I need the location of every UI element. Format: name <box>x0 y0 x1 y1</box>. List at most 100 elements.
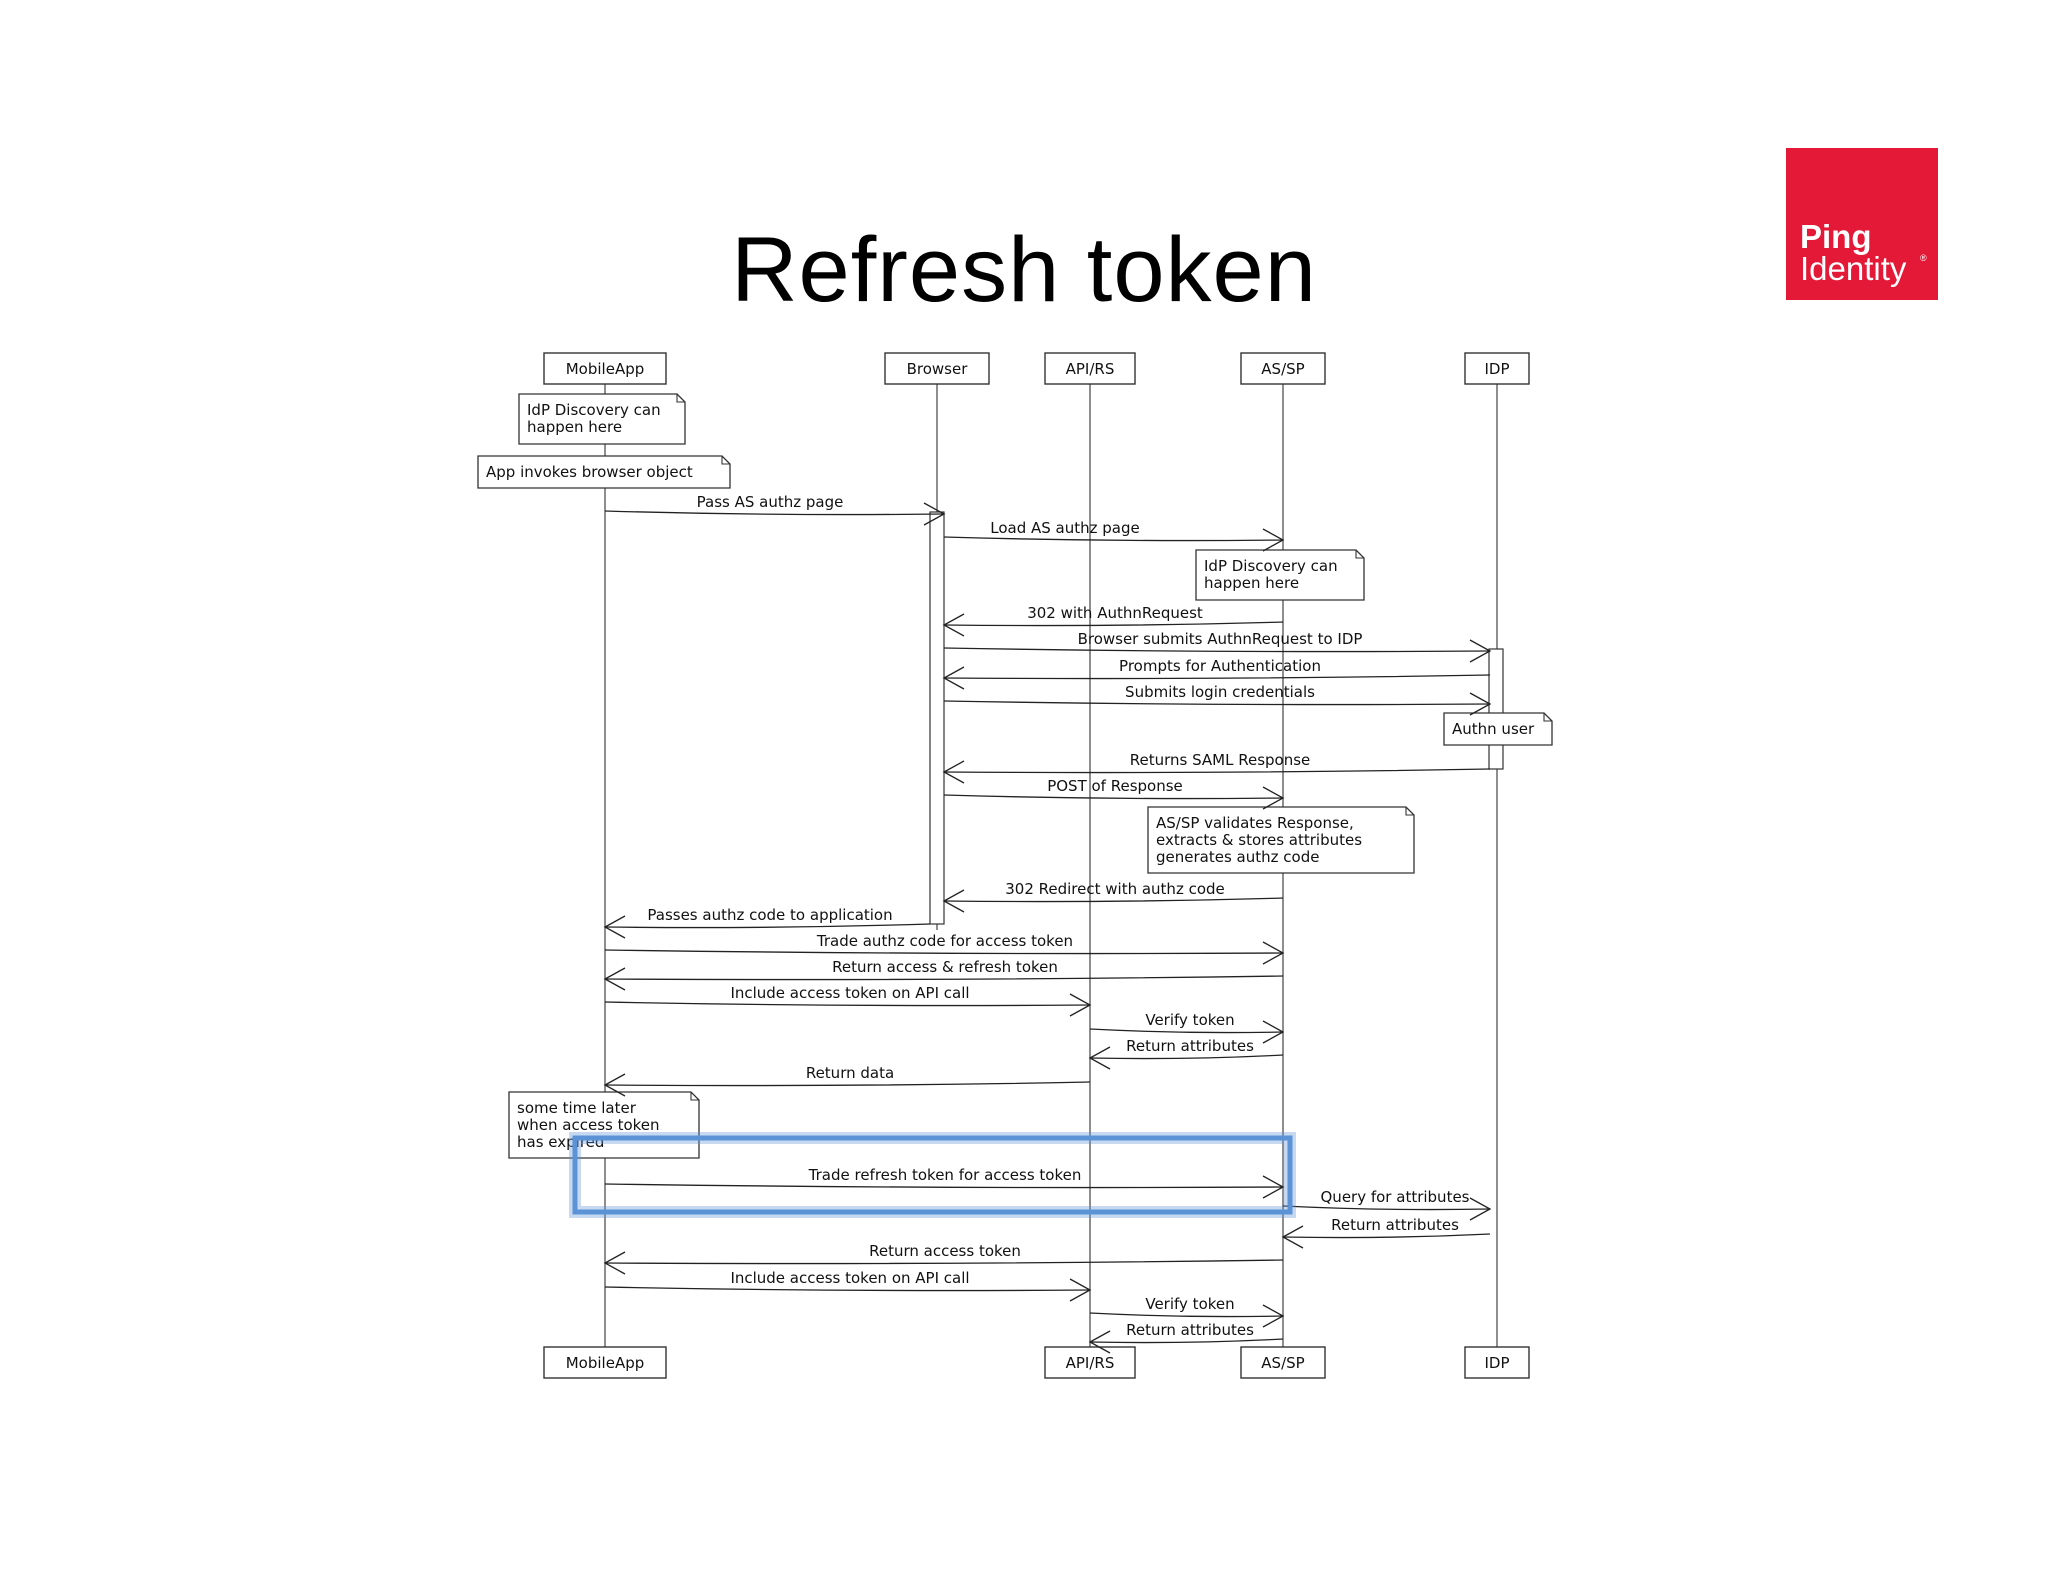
message-arrowhead <box>1469 639 1492 663</box>
message-20: Return access token <box>603 1242 1284 1275</box>
message-17: Trade refresh token for access token <box>604 1166 1285 1199</box>
message-arrowhead <box>603 1073 626 1097</box>
message-arrow-line <box>1282 1205 1491 1211</box>
note-app-invokes-line: App invokes browser object <box>486 463 693 481</box>
note-some-time-later-line: some time later <box>517 1099 637 1117</box>
note-authn-user-fold <box>1543 713 1552 722</box>
message-21: Include access token on API call <box>604 1269 1092 1302</box>
message-arrowhead <box>603 967 626 991</box>
message-label: Return attributes <box>1126 1321 1254 1339</box>
message-arrowhead <box>603 915 626 939</box>
message-arrowhead <box>1088 1330 1111 1354</box>
message-arrowhead <box>942 613 965 637</box>
participant-label-assp-bottom: AS/SP <box>1261 1354 1304 1372</box>
message-6: Submits login credentials <box>943 683 1492 716</box>
message-arrow-line <box>943 768 1491 774</box>
message-10: Passes authz code to application <box>603 906 931 939</box>
message-label: Verify token <box>1145 1295 1234 1313</box>
message-arrow-line <box>943 897 1284 903</box>
message-arrowhead <box>942 760 965 784</box>
message-23: Return attributes <box>1088 1321 1284 1354</box>
note-authn-user: Authn user <box>1443 712 1553 746</box>
message-19: Return attributes <box>1281 1216 1491 1249</box>
message-arrow-line <box>943 674 1491 680</box>
message-arrow-line <box>943 700 1491 706</box>
message-arrowhead <box>1262 1175 1285 1199</box>
message-arrow-line <box>1089 1338 1284 1344</box>
note-idp-discovery-1-line: happen here <box>527 418 622 436</box>
note-idp-discovery-1-fold <box>676 394 685 403</box>
note-some-time-later: some time later when access token has ex… <box>508 1091 700 1159</box>
message-label: Return data <box>806 1064 894 1082</box>
ping-identity-logo: Ping Identity ® <box>1786 148 1938 300</box>
message-arrow-line <box>1089 1028 1284 1034</box>
message-arrow-line <box>943 536 1284 542</box>
note-authn-user-box <box>1443 712 1553 746</box>
message-label: Return access & refresh token <box>832 958 1058 976</box>
note-assp-validates-line: extracts & stores attributes <box>1156 831 1362 849</box>
message-arrow-line <box>604 923 931 929</box>
logo-line-1: Ping <box>1800 218 1872 255</box>
message-arrow-line <box>604 1081 1091 1087</box>
note-idp-discovery-1-box <box>518 393 686 445</box>
message-label: Query for attributes <box>1321 1188 1470 1206</box>
message-2: Load AS authz page <box>943 519 1285 552</box>
message-arrow-line <box>604 1001 1091 1007</box>
message-arrow-line <box>1089 1312 1284 1318</box>
message-label: Include access token on API call <box>730 1269 969 1287</box>
note-idp-discovery-2-box <box>1195 549 1365 601</box>
message-arrow-line <box>943 647 1491 653</box>
message-label: Return attributes <box>1126 1037 1254 1055</box>
message-18: Query for attributes <box>1282 1188 1492 1221</box>
message-3: 302 with AuthnRequest <box>942 604 1284 637</box>
participant-box-browser-top <box>884 352 990 385</box>
participant-box-apirs-top <box>1044 352 1136 385</box>
highlight-box-refresh-token <box>572 1135 1293 1215</box>
message-11: Trade authz code for access token <box>604 932 1285 965</box>
note-assp-validates: AS/SP validates Response, extracts & sto… <box>1147 806 1415 874</box>
note-some-time-later-line: when access token <box>517 1116 660 1134</box>
message-arrowhead <box>942 666 965 690</box>
note-app-invokes: App invokes browser object <box>477 455 731 489</box>
note-idp-discovery-2-line: IdP Discovery can <box>1204 557 1338 575</box>
participant-label-assp-top: AS/SP <box>1261 360 1304 378</box>
participant-box-idp-bottom <box>1464 1346 1530 1379</box>
message-4: Browser submits AuthnRequest to IDP <box>943 630 1492 663</box>
participant-label-mobileapp-bottom: MobileApp <box>566 1354 645 1372</box>
note-idp-discovery-2-fold <box>1355 550 1364 559</box>
note-some-time-later-box <box>508 1091 700 1159</box>
message-arrow-line <box>1282 1233 1491 1239</box>
message-label: Returns SAML Response <box>1130 751 1311 769</box>
note-assp-validates-line: AS/SP validates Response, <box>1156 814 1354 832</box>
message-arrowhead <box>1281 1225 1304 1249</box>
message-label: 302 Redirect with authz code <box>1005 880 1225 898</box>
message-arrowhead <box>1262 1304 1285 1328</box>
participant-label-browser-top: Browser <box>907 360 969 378</box>
participant-label-idp-top: IDP <box>1484 360 1509 378</box>
note-some-time-later-fold <box>690 1092 699 1101</box>
message-label: Load AS authz page <box>990 519 1140 537</box>
message-label: Passes authz code to application <box>647 906 892 924</box>
message-9: 302 Redirect with authz code <box>942 880 1284 913</box>
note-idp-discovery-2: IdP Discovery can happen here <box>1195 549 1365 601</box>
message-16: Return data <box>603 1064 1091 1097</box>
message-14: Verify token <box>1089 1011 1285 1044</box>
participant-label-mobileapp-top: MobileApp <box>566 360 645 378</box>
message-arrowhead <box>1469 1197 1492 1221</box>
message-5: Prompts for Authentication <box>942 657 1491 690</box>
note-app-invokes-fold <box>721 456 730 465</box>
note-idp-discovery-2-line: happen here <box>1204 574 1299 592</box>
message-label: Verify token <box>1145 1011 1234 1029</box>
message-8: POST of Response <box>943 777 1285 810</box>
message-label: POST of Response <box>1047 777 1183 795</box>
message-arrowhead <box>942 889 965 913</box>
message-15: Return attributes <box>1088 1037 1284 1070</box>
participant-box-assp-bottom <box>1240 1346 1326 1379</box>
message-arrow-line <box>604 1259 1284 1265</box>
activation-bar-browser <box>929 511 945 925</box>
message-arrow-line <box>604 510 945 516</box>
note-assp-validates-box <box>1147 806 1415 874</box>
message-arrow-line <box>943 621 1284 627</box>
participant-box-apirs-bottom <box>1044 1346 1136 1379</box>
message-arrowhead <box>603 1251 626 1275</box>
